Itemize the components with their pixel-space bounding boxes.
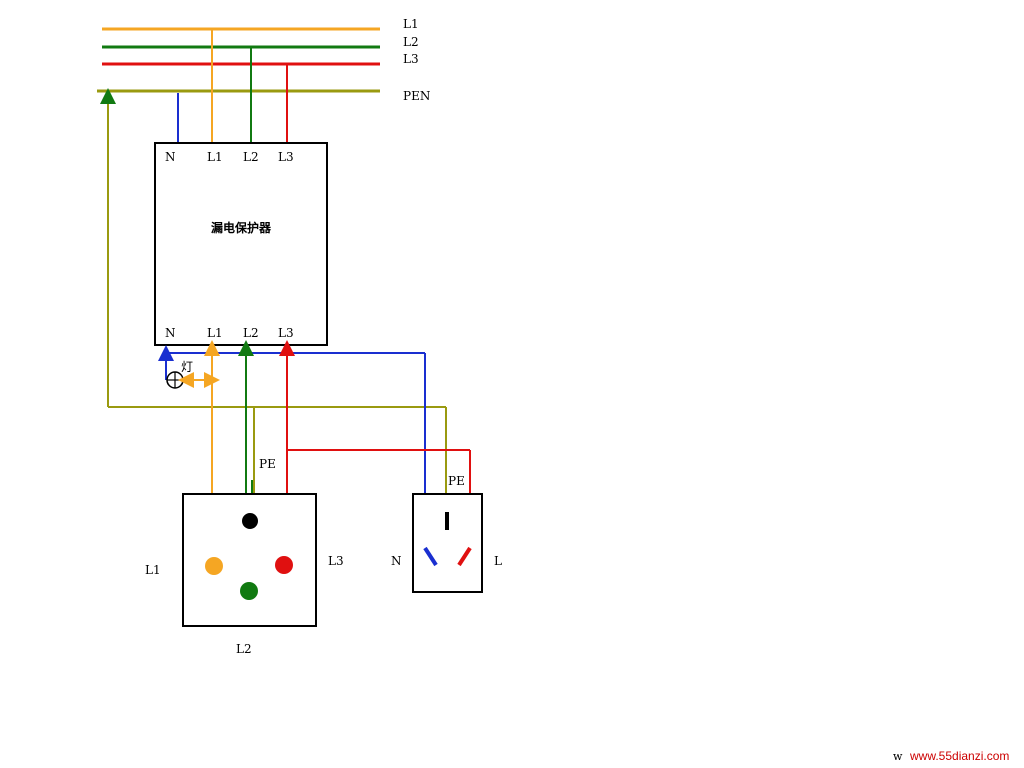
bus-pen-label: PEN	[403, 89, 430, 103]
rcd-top-terminal-l3: L3	[278, 150, 294, 164]
rcd-bottom-terminal-l3: L3	[278, 326, 294, 340]
socket-l1-pin	[205, 557, 223, 575]
socket-l3-pin	[275, 556, 293, 574]
lamp-label: 灯	[181, 360, 193, 374]
three-phase-pe-label: PE	[259, 457, 276, 471]
three-phase-l1-label: L1	[145, 563, 161, 577]
rcd-bottom-terminal-l2: L2	[243, 326, 259, 340]
rcd-bottom-terminal-l1: L1	[207, 326, 223, 340]
single-socket-l-pin	[457, 546, 472, 567]
rcd-box	[154, 142, 328, 346]
socket-pe-pin	[242, 513, 258, 529]
single-phase-socket	[412, 493, 483, 593]
socket-l2-pin	[240, 582, 258, 600]
single-socket-n-pin	[423, 546, 438, 567]
rcd-top-terminal-n: N	[165, 150, 176, 164]
rcd-bottom-terminal-n: N	[165, 326, 176, 340]
three-phase-l3-label: L3	[328, 554, 344, 568]
rcd-top-terminal-l1: L1	[207, 150, 223, 164]
bus-l2-label: L2	[403, 35, 419, 49]
lamp-icon	[166, 371, 184, 389]
single-phase-n-label: N	[391, 554, 402, 568]
bus-l3-label: L3	[403, 52, 419, 66]
watermark-site: www.55dianzi.com	[909, 749, 1009, 763]
bus-l1-label: L1	[403, 17, 419, 31]
watermark-prefix: w	[893, 750, 903, 763]
three-phase-l2-label: L2	[236, 642, 252, 656]
single-phase-pe-label: PE	[448, 474, 465, 488]
rcd-top-terminal-l2: L2	[243, 150, 259, 164]
rcd-title: 漏电保护器	[211, 220, 272, 235]
single-phase-l-label: L	[494, 554, 502, 568]
